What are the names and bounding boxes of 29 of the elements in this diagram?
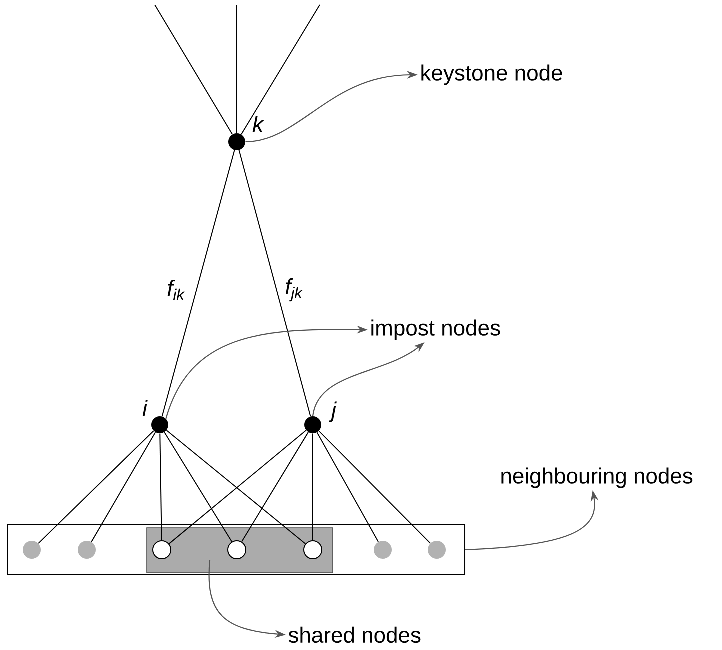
graph-edge [38,430,154,544]
graph-edge [241,432,309,542]
graph-edge [162,150,236,418]
edge-label: f$_{jk}$ [286,278,304,302]
graph-edge [91,432,156,543]
callout-label: shared nodes [288,626,421,644]
faded-node-dot [374,541,392,559]
callout-label: impost nodes [372,320,500,340]
open-node-circle [304,540,322,560]
graph-edge [241,4,320,136]
graph-edge [312,433,314,541]
edge-label: f$_{ik}$ [168,280,185,300]
faded-node-dot [428,541,446,559]
graph-edge [238,150,312,418]
graph-edge [164,432,233,542]
node-letter: i [142,400,148,416]
graph-edge [318,430,432,544]
callout-label: keystone node [422,64,562,86]
graph-edge [316,432,380,542]
open-node-circle [228,540,246,560]
node-letter: j [329,402,337,422]
graph-edge [236,4,238,134]
graph-edge [154,4,234,136]
open-node-circle [152,540,172,560]
faded-node-dot [78,541,96,559]
graph-edge [160,433,162,541]
faded-node-dot [23,541,41,559]
callout-label: neighbouring nodes [502,468,693,488]
node-letter: k [252,116,264,132]
